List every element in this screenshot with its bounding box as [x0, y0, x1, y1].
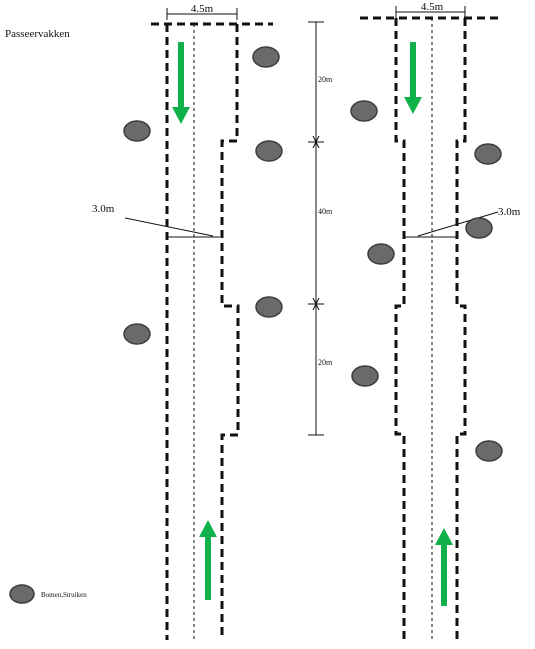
right-road-right-edge — [455, 18, 467, 640]
top-length-label: 20m — [318, 75, 333, 84]
left-down-arrow — [172, 42, 190, 124]
right-down-arrow — [404, 42, 422, 114]
middle-length-label: 40m — [318, 207, 333, 216]
tree-symbol — [123, 323, 151, 345]
tree-symbol — [123, 120, 151, 142]
left-offset-label: 3.0m — [92, 203, 115, 215]
tree-symbol — [252, 46, 280, 68]
tree-symbol — [475, 440, 503, 462]
right-offset-label: 3.0m — [498, 206, 521, 218]
length-dimension-chain: 20m 40m 20m — [308, 21, 333, 436]
left-offset-leader — [124, 217, 214, 237]
trees — [123, 46, 503, 462]
right-up-arrow — [435, 528, 453, 606]
tree-symbol — [474, 143, 502, 165]
bottom-length-label: 20m — [318, 358, 333, 367]
legend-tree-icon — [9, 584, 35, 604]
right-road-left-edge — [394, 18, 406, 640]
tree-symbol — [367, 243, 395, 265]
tree-symbol — [350, 100, 378, 122]
right-offset-leader — [417, 211, 499, 237]
left-road: 4.5m 3.0m — [92, 3, 273, 640]
right-width-label: 4.5m — [421, 1, 444, 13]
left-up-arrow — [199, 520, 217, 600]
tree-symbol — [255, 296, 283, 318]
diagram-title: Passeervakken — [5, 28, 70, 40]
legend-label: Bomen,Struiken — [41, 591, 87, 599]
left-road-right-edge — [220, 24, 240, 640]
legend: Bomen,Struiken — [9, 584, 87, 604]
tree-symbol — [255, 140, 283, 162]
right-road: 4.5m 3.0m — [360, 1, 521, 640]
left-width-label: 4.5m — [191, 3, 214, 15]
tree-symbol — [351, 365, 379, 387]
tree-symbol — [465, 217, 493, 239]
